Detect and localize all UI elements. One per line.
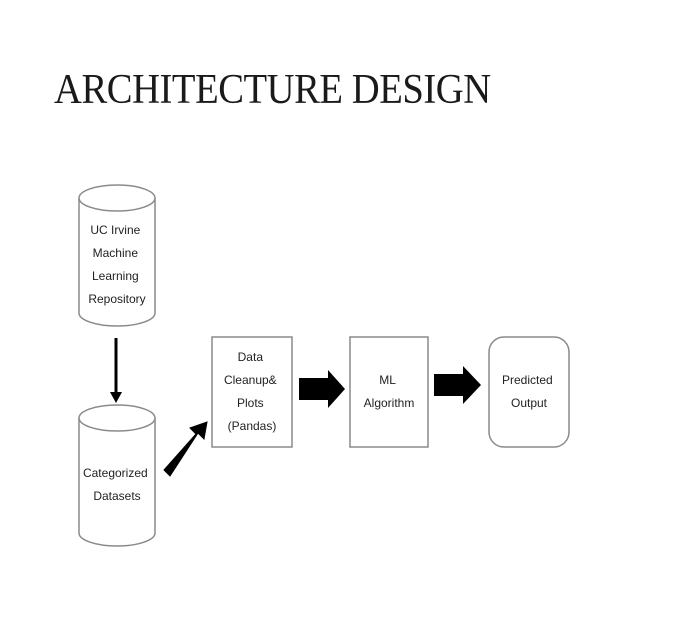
datasets-label-line: Categorized	[83, 466, 148, 480]
algorithm-label-line: ML	[379, 373, 396, 387]
page-title: ARCHITECTURE DESIGN	[54, 67, 491, 113]
repository-label-line: Machine	[93, 246, 139, 260]
node-output: Predicted Output	[488, 336, 570, 448]
node-repository: UC Irvine Machine Learning Repository	[78, 184, 156, 327]
cleanup-label-line: (Pandas)	[228, 419, 277, 433]
datasets-cylinder-top	[78, 404, 156, 432]
output-label-line: Predicted	[502, 373, 553, 387]
svg-text:Predicted Output: Predicted Output	[502, 373, 556, 410]
svg-text:Categorized Datasets: Categorized Datasets	[83, 466, 151, 503]
svg-text:ML Algorithm: ML Algorithm	[364, 373, 415, 410]
edge-cleanup-algorithm	[299, 370, 345, 408]
cleanup-label-line: Plots	[237, 396, 264, 410]
edge-repository-datasets	[110, 338, 122, 403]
node-datasets: Categorized Datasets	[78, 404, 156, 547]
repository-label-line: Learning	[92, 269, 139, 283]
algorithm-label-line: Algorithm	[364, 396, 415, 410]
svg-text:Data Cleanup& Plot: Data Cleanup& Plots (Pandas)	[224, 350, 280, 433]
repository-label-line: Repository	[88, 292, 145, 306]
svg-text:UC Irvine Machine: UC Irvine Machine Learning Repository	[88, 223, 145, 306]
repository-label-line: UC Irvine	[90, 223, 140, 237]
edge-datasets-cleanup	[163, 421, 208, 477]
cleanup-label-line: Data	[238, 350, 264, 364]
output-box	[488, 336, 570, 448]
cleanup-label-line: Cleanup&	[224, 373, 277, 387]
edge-algorithm-output	[434, 366, 481, 404]
repository-cylinder-body	[78, 198, 156, 327]
repository-cylinder-top	[78, 184, 156, 212]
node-algorithm: ML Algorithm	[349, 336, 429, 448]
arrowhead-down	[110, 392, 122, 403]
datasets-cylinder-body	[78, 418, 156, 547]
node-cleanup: Data Cleanup& Plots (Pandas)	[211, 336, 293, 448]
cleanup-box	[211, 336, 293, 448]
output-label-line: Output	[511, 396, 548, 410]
algorithm-box	[349, 336, 429, 448]
datasets-label-line: Datasets	[93, 489, 140, 503]
